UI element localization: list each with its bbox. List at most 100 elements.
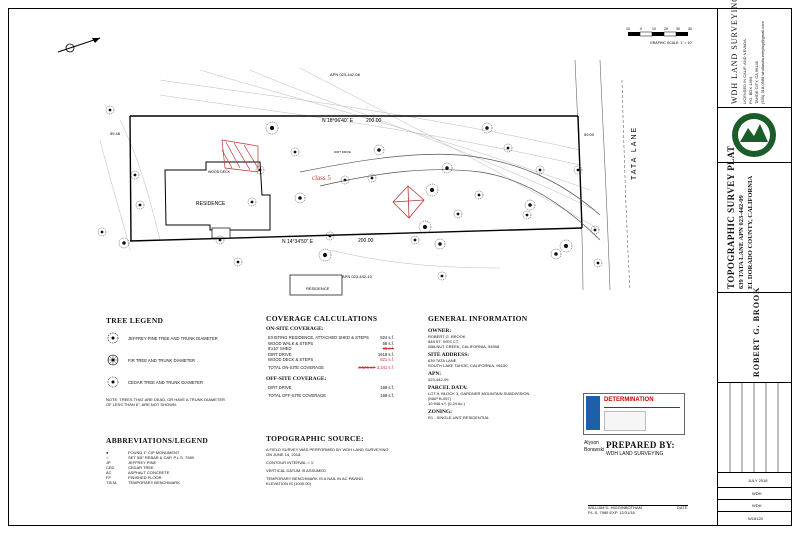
apn-title: APN:: [428, 371, 442, 377]
tree-canopy-icon: [97, 227, 107, 237]
client-name: ROBERT G. BROOK: [752, 286, 761, 377]
date-cell: JULY 2018: [718, 473, 792, 488]
cedar-tree-icon: [107, 376, 119, 388]
tree-trunk-icon: [377, 148, 381, 152]
general-title: GENERAL INFORMATION: [428, 314, 528, 323]
plat-title: TOPOGRAPHIC SURVEY PLAT: [726, 145, 736, 289]
wood-deck-label: WOOD DECK: [208, 170, 231, 174]
tree-trunk-icon: [100, 230, 104, 234]
on-site-title: ON-SITE COVERAGE:: [266, 326, 324, 332]
neighbor-residence: [289, 274, 343, 296]
tree-canopy-icon: [130, 170, 140, 180]
tree-trunk-icon: [563, 243, 569, 249]
tree-trunk-icon: [438, 242, 442, 246]
parcel-line: (MAP B-057): [428, 396, 452, 401]
company-cell: WDH LAND SURVEYING LICENSED IN CALIF. AN…: [718, 0, 792, 108]
tree-trunk-icon: [258, 168, 262, 172]
tree-legend-jeffrey: JEFFREY PINE TREE AND TRUNK DIAMETER: [128, 335, 218, 341]
tree-canopy-icon: [294, 192, 306, 204]
determination-name-1: Alyson: [584, 440, 600, 446]
tree-canopy-icon: [105, 105, 115, 115]
site-plan: APN 023-442-08 APN 023-442-10 N 18°06'40…: [57, 27, 692, 296]
svg-text:40: 40: [688, 27, 692, 31]
drawn-by: WDH: [752, 491, 762, 496]
plat-subtitle: 639 TATA LANE APN 023-442-09: [738, 195, 745, 289]
tree-canopy-icon: [522, 210, 532, 220]
plat-title-cell: TOPOGRAPHIC SURVEY PLAT 639 TATA LANE AP…: [718, 145, 792, 293]
tree-legend-cedar: CEDAR TREE AND TRUNK DIAMETER: [128, 379, 203, 385]
job-number: W18120: [748, 516, 763, 521]
tree-trunk-icon: [538, 168, 542, 172]
checked-by: WDH: [752, 503, 762, 508]
tree-trunk-icon: [440, 274, 444, 278]
fir-tree-icon: [107, 354, 119, 366]
east-dist: 59.00: [584, 132, 595, 137]
company-address: (530) 318-0588 whdlandsurveying@gmail.co…: [760, 21, 765, 104]
tree-canopy-icon: [437, 271, 447, 281]
owner-line: 848 ST. IVES CT.: [428, 339, 459, 344]
tree-canopy-icon: [425, 183, 439, 197]
owner-line: WALNUT CREEK, CALIFORNIA, 94598: [428, 344, 500, 349]
abbreviations-legend: ABBREVIATIONS/LEGEND ●FOUND 1" CIP MONUM…: [106, 436, 256, 485]
topo-line: A FIELD SURVEY WAS PERFORMED BY WDH LAND…: [266, 447, 389, 452]
site-line: SOUTH LAKE TAHOE, CALIFORNIA, 96150: [428, 363, 508, 368]
tree-trunk-icon: [422, 224, 428, 230]
on-site-total: TOTAL ON-SITE COVERAGE 3,526 s.f. 3,341 …: [268, 364, 394, 370]
proposed-structure: [392, 185, 425, 219]
title-date: JULY 2018: [748, 478, 768, 483]
tree-canopy-icon: [441, 162, 453, 174]
tree-trunk-icon: [429, 187, 435, 193]
prepared-title: PREPARED BY:: [606, 440, 675, 450]
tree-canopy-icon: [593, 258, 603, 268]
tree-trunk-icon: [596, 261, 600, 265]
logo-cell: [718, 108, 792, 163]
tree-trunk-icon: [269, 125, 275, 131]
tree-trunk-icon: [236, 260, 240, 264]
coverage-title: COVERAGE CALCULATIONS: [266, 314, 378, 323]
tree-canopy-icon: [233, 257, 243, 267]
graphic-scale-label: GRAPHIC SCALE: 1" = 10': [650, 41, 692, 45]
revisions-cell: [718, 383, 792, 473]
west-dist: 59.48: [110, 131, 121, 136]
drawn-cell: WDH: [718, 488, 792, 500]
zoning-line: R1 - SINGLE-UNIT RESIDENTIAL: [428, 415, 490, 420]
topographic-source: TOPOGRAPHIC SOURCE: A FIELD SURVEY WAS P…: [266, 434, 406, 486]
checked-cell: WDH: [718, 500, 792, 512]
tree-canopy-icon: [265, 121, 279, 135]
dirt-drive-label: DIRT DRIVE: [334, 150, 351, 154]
company-logo-icon: [732, 113, 776, 157]
determination-stamp: DETERMINATION: [583, 393, 685, 435]
svg-text:20: 20: [664, 27, 668, 31]
tree-canopy-icon: [215, 235, 225, 245]
company-address: TAHOE CITY, CA 96145: [754, 61, 759, 104]
tree-canopy-icon: [573, 165, 583, 175]
tree-symbols: [97, 105, 603, 281]
tree-trunk-icon: [456, 212, 460, 216]
svg-text:10: 10: [652, 27, 656, 31]
parcel-line: 10,946 s.f. (0.24 Ac.): [428, 401, 465, 406]
stamp-checkboxes: [604, 411, 646, 431]
dirt-drive-line: [299, 153, 601, 216]
tree-canopy-icon: [135, 200, 145, 210]
prepared-by: PREPARED BY: WDH LAND SURVEYING: [606, 440, 675, 457]
apn-south: APN 023-442-10: [342, 274, 373, 279]
tree-canopy-icon: [325, 231, 335, 241]
tree-trunk-icon: [528, 203, 532, 207]
tree-canopy-icon: [550, 248, 562, 260]
topo-line: TEMPORARY BENCHMARK IS A NAIL IN AC PAVI…: [266, 476, 364, 481]
dist-north: 200.00: [366, 118, 382, 124]
general-information: GENERAL INFORMATION OWNER: ROBERT G. BRO…: [428, 314, 578, 420]
apn-line: 023-442-09: [428, 377, 449, 382]
zoning-title: ZONING:: [428, 409, 453, 415]
company-address: LICENSED IN CALIF. AND NEVADA: [742, 39, 747, 104]
svg-text:30: 30: [676, 27, 680, 31]
parcel-line: LOT 9, BLOCK 3, GARDNER MOUNTAIN SUBDIVI…: [428, 391, 530, 396]
tree-canopy-icon: [118, 237, 130, 249]
neighbor-residence-label: RESIDENCE: [306, 286, 330, 291]
topo-title: TOPOGRAPHIC SOURCE:: [266, 434, 364, 443]
